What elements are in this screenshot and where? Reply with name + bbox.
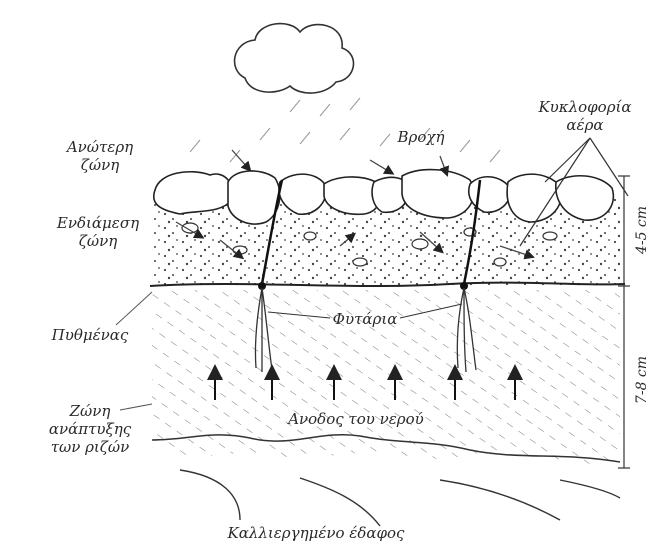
cloud-icon bbox=[235, 24, 354, 93]
label-cultivated-soil: Καλλιεργημένο έδαφος bbox=[196, 524, 436, 542]
label-seedbed-bottom: Πυθμένας bbox=[30, 326, 150, 344]
label-seedlings: Φυτάρια bbox=[320, 310, 410, 328]
label-intermediate-zone: Ενδιάμεσηζώνη bbox=[38, 214, 158, 250]
depth-label-upper: 4-5 cm bbox=[634, 200, 650, 260]
label-water-rise: Ανοδος του νερού bbox=[256, 410, 456, 428]
cultivated-soil bbox=[180, 470, 620, 526]
label-rain: Βροχή bbox=[386, 128, 456, 146]
label-upper-zone: Ανώτερηζώνη bbox=[40, 138, 160, 174]
depth-label-lower: 7-8 cm bbox=[634, 350, 650, 410]
label-root-zone: Ζώνηανάπτυξηςτων ριζών bbox=[30, 402, 150, 456]
label-air-circulation: Κυκλοφορίααέρα bbox=[520, 98, 650, 134]
